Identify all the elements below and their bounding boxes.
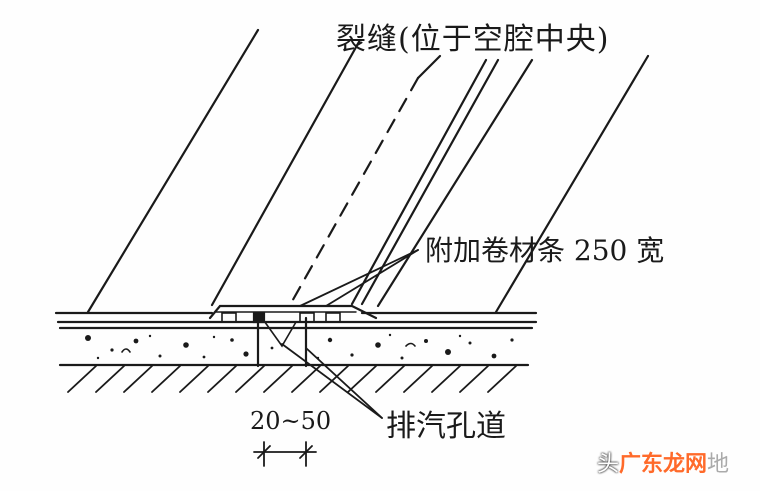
- watermark-suffix: 地: [707, 452, 730, 477]
- panel-line-1: [86, 28, 260, 314]
- membrane-layers: [54, 311, 538, 324]
- panel-line-3: [350, 58, 488, 306]
- extra-membrane-strip: [208, 304, 378, 320]
- screed-layer: [58, 326, 534, 367]
- panel-line-6: [494, 54, 650, 314]
- strip-leader: [299, 249, 419, 307]
- vent-leader: [305, 347, 383, 419]
- extra-strip-label: 附加卷材条 250 宽: [425, 234, 665, 267]
- dimension-label: 20~50: [250, 407, 332, 435]
- leader-lines: [281, 249, 419, 419]
- structural-slab-hatch: [67, 365, 517, 393]
- panel-line-2: [210, 38, 362, 307]
- dimension-marker: [253, 441, 317, 467]
- panel-line-5: [376, 58, 534, 308]
- vent-channel: [221, 311, 341, 368]
- vent-channel-label: 排汽孔道: [386, 409, 506, 444]
- crack-leader: [416, 54, 442, 80]
- watermark: 头广东龙网地: [597, 446, 729, 478]
- crack-dashed-line: [288, 76, 420, 307]
- crack-label: 裂缝(位于空腔中央): [336, 22, 610, 57]
- inclined-panels: [86, 28, 650, 314]
- watermark-prefix: 头: [597, 452, 620, 477]
- watermark-brand: 广东龙网: [619, 452, 708, 477]
- panel-line-4: [360, 58, 500, 306]
